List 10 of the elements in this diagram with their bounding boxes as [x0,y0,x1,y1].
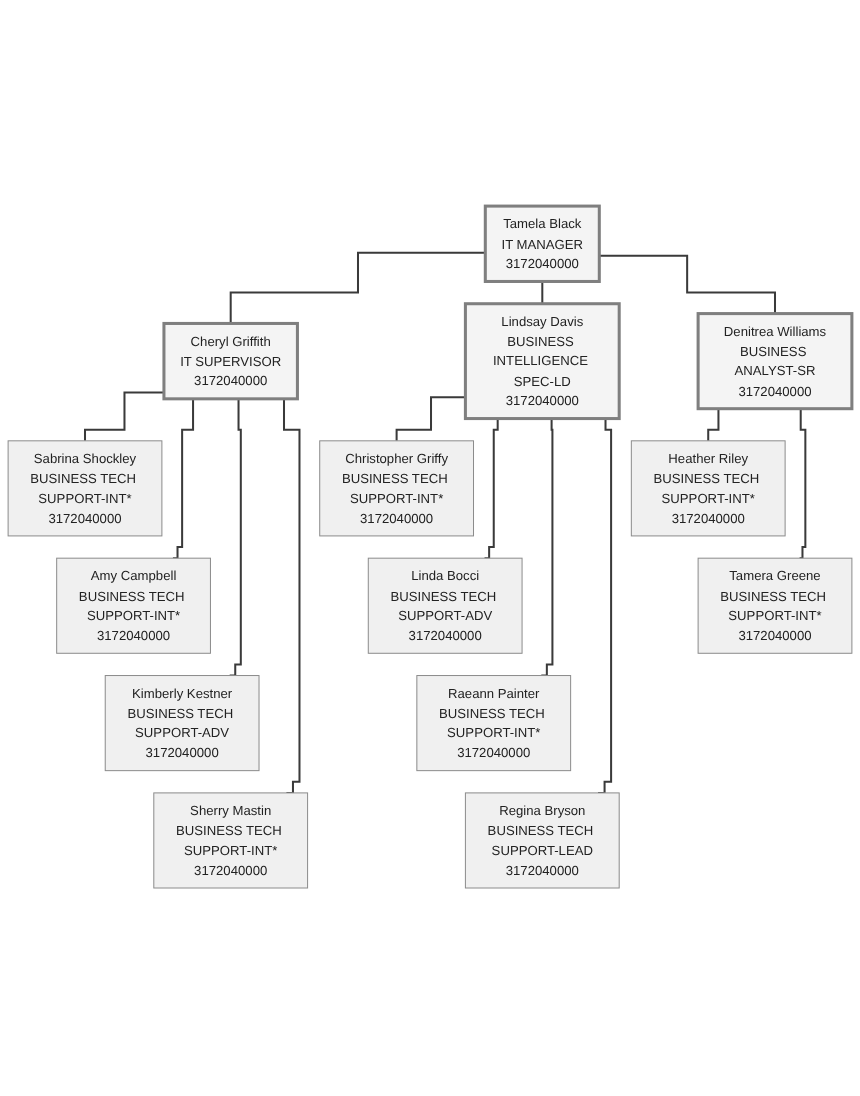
connector [598,418,613,795]
connector [484,418,502,561]
connector [541,281,544,306]
connector [541,418,554,678]
connector [229,398,242,678]
connector [395,397,466,443]
connector [796,408,807,561]
connector [599,255,776,316]
connector [229,252,486,326]
connector [84,392,164,443]
